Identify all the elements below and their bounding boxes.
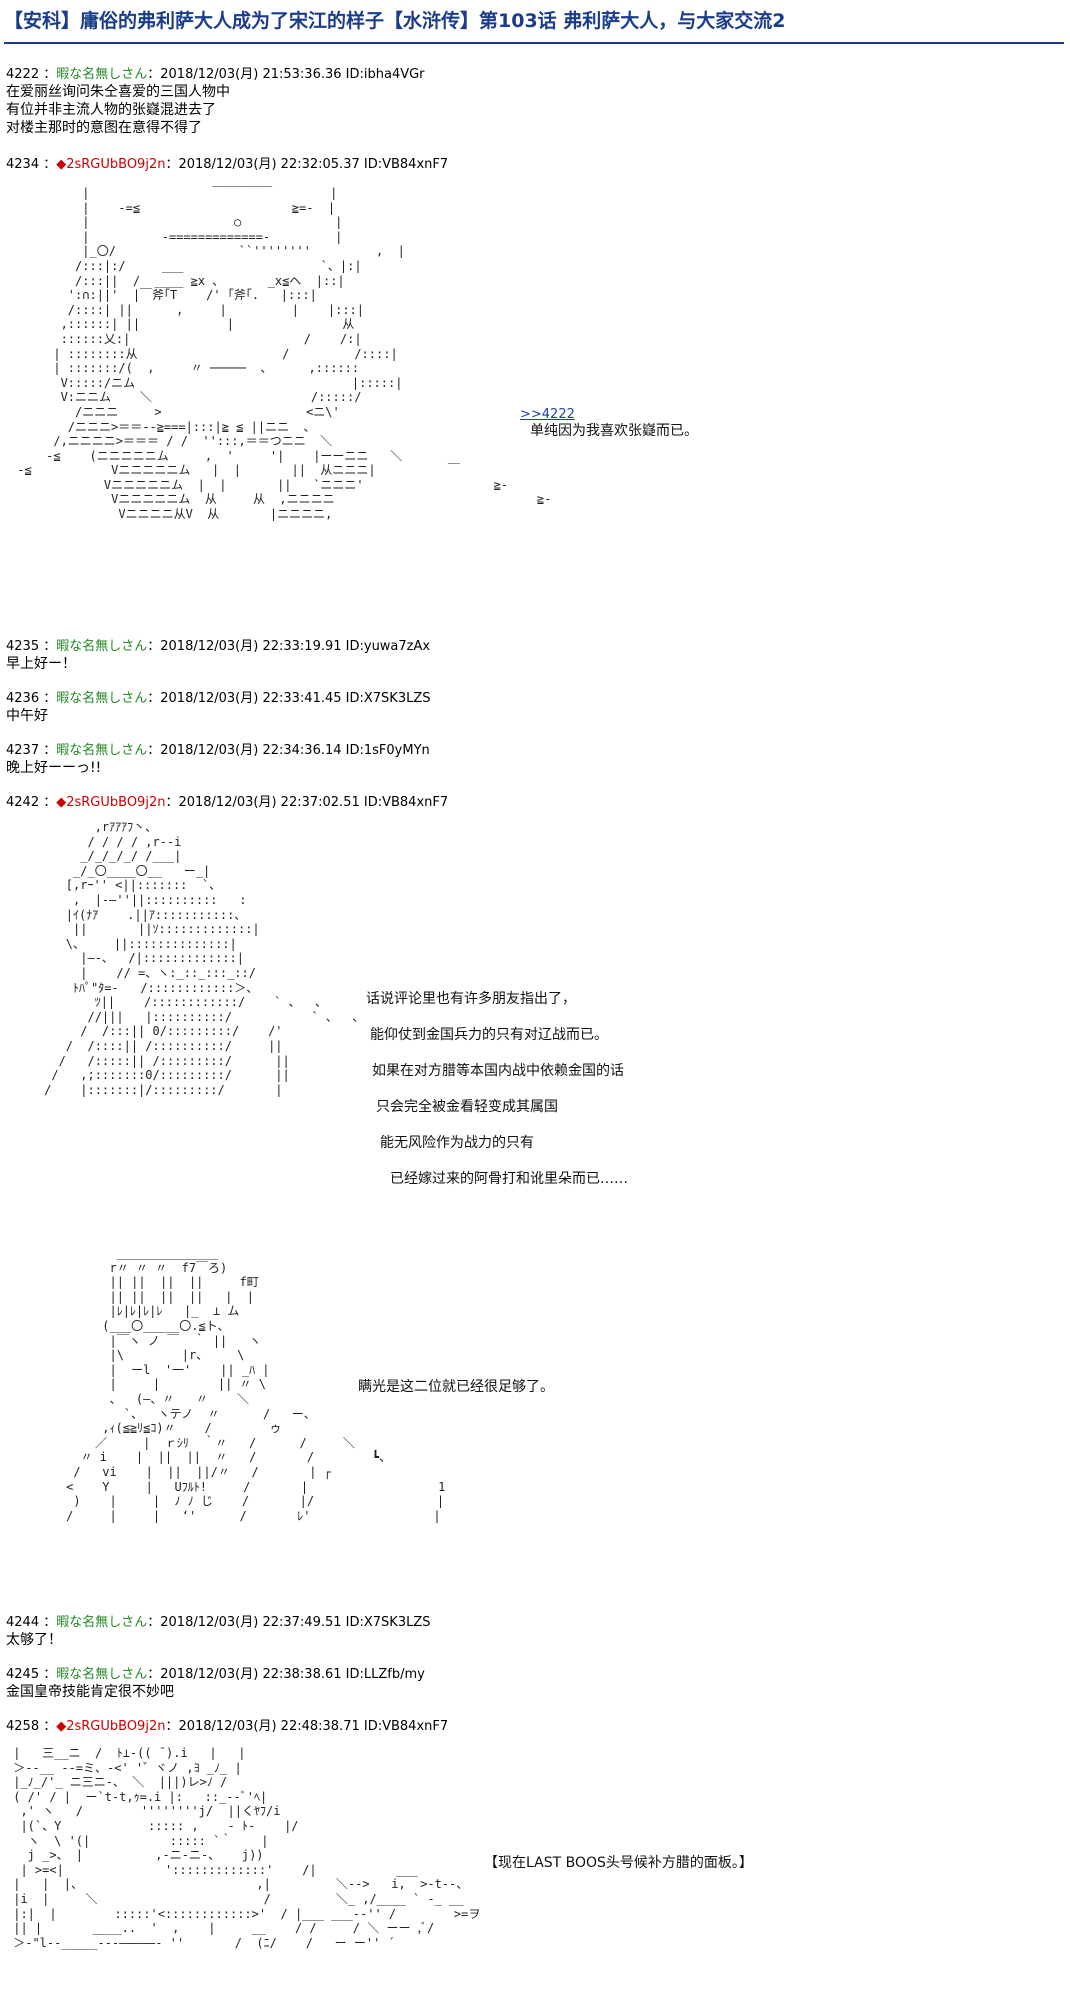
post-body: 在爱丽丝询问朱仝喜爱的三国人物中 有位并非主流人物的张嶷混进去了 对楼主那时的意… bbox=[6, 83, 425, 137]
separator: ： bbox=[147, 743, 161, 758]
post-date-id: 2018/12/03(月) 22:37:49.51 ID:X7SK3LZS bbox=[160, 1615, 431, 1630]
ascii-art-zhangyi: | ￣￣￣￣￣ | | -=≦ ≧=- | | ○ | | -=========… bbox=[17, 186, 552, 522]
post-date-id: 2018/12/03(月) 22:34:36.14 ID:1sF0yMYn bbox=[160, 743, 430, 758]
ascii-art-woliduo: ______________ r〃 〃 〃 f7￣ろ) || || || || … bbox=[66, 1246, 446, 1523]
post-line: 对楼主那时的意图在意得不得了 bbox=[6, 120, 202, 136]
post-number[interactable]: 4222 ： bbox=[6, 67, 57, 82]
post-side-text: 如果在对方腊等本国内战中依赖金国的话 bbox=[372, 1063, 624, 1079]
post-number[interactable]: 4235 ： bbox=[6, 639, 57, 654]
separator: ： bbox=[165, 157, 179, 172]
separator: ： bbox=[147, 691, 161, 706]
post-header: 4237 ：暇な名無しさん：2018/12/03(月) 22:34:36.14 … bbox=[6, 742, 430, 759]
separator: ： bbox=[165, 795, 179, 810]
post-number[interactable]: 4236 ： bbox=[6, 691, 57, 706]
post-number[interactable]: 4234 ： bbox=[6, 157, 57, 172]
post-body: 中午好 bbox=[6, 707, 431, 725]
post-body: 金国皇帝技能肯定很不妙吧 bbox=[6, 1683, 425, 1701]
poster-name: 暇な名無しさん bbox=[56, 691, 148, 706]
post-4234: 4234 ：◆2sRGUbBO9j2n：2018/12/03(月) 22:32:… bbox=[6, 156, 448, 173]
trip-diamond-icon: ◆ bbox=[56, 157, 67, 172]
ascii-art-fangla: | 三__ニ / ﾄ⊥-(( ̄ ).i | | ＞--__ --=ミ、‐<' … bbox=[13, 1746, 481, 1950]
poster-name: 暇な名無しさん bbox=[56, 67, 148, 82]
post-4258: 4258 ：◆2sRGUbBO9j2n：2018/12/03(月) 22:48:… bbox=[6, 1718, 448, 1735]
separator: ： bbox=[147, 1667, 161, 1682]
ascii-art-aguda: ,rｱｱｱﾌ丶、 / / / / ,r‐-i _/_/_/_/ /___| _/… bbox=[44, 820, 365, 1097]
poster-name: 暇な名無しさん bbox=[56, 1615, 148, 1630]
poster-name: 2sRGUbBO9j2n bbox=[66, 1719, 166, 1734]
post-header: 4245 ：暇な名無しさん：2018/12/03(月) 22:38:38.61 … bbox=[6, 1666, 425, 1683]
post-header: 4222 ：暇な名無しさん：2018/12/03(月) 21:53:36.36 … bbox=[6, 66, 425, 83]
post-header: 4242 ：◆2sRGUbBO9j2n：2018/12/03(月) 22:37:… bbox=[6, 794, 448, 811]
post-date-id: 2018/12/03(月) 22:33:19.91 ID:yuwa7zAx bbox=[160, 639, 431, 654]
post-side-text: 单纯因为我喜欢张嶷而已。 bbox=[530, 423, 698, 439]
post-side-text: 能无风险作为战力的只有 bbox=[380, 1135, 534, 1151]
post-date-id: 2018/12/03(月) 22:33:41.45 ID:X7SK3LZS bbox=[160, 691, 431, 706]
post-number[interactable]: 4245 ： bbox=[6, 1667, 57, 1682]
post-header: 4236 ：暇な名無しさん：2018/12/03(月) 22:33:41.45 … bbox=[6, 690, 431, 707]
post-4245: 4245 ：暇な名無しさん：2018/12/03(月) 22:38:38.61 … bbox=[6, 1666, 425, 1701]
separator: ： bbox=[147, 67, 161, 82]
post-date-id: 2018/12/03(月) 21:53:36.36 ID:ibha4VGr bbox=[160, 67, 425, 82]
post-side-text: 话说评论里也有许多朋友指出了， bbox=[366, 991, 576, 1007]
poster-name: 2sRGUbBO9j2n bbox=[66, 157, 166, 172]
post-4222: 4222 ：暇な名無しさん：2018/12/03(月) 21:53:36.36 … bbox=[6, 66, 425, 137]
post-line: 早上好ー！ bbox=[6, 656, 76, 672]
post-side-text: 【现在LAST BOOS头号候补方腊的面板。】 bbox=[484, 1855, 753, 1871]
separator: ： bbox=[147, 639, 161, 654]
post-line: 中午好 bbox=[6, 708, 48, 724]
post-line: 太够了！ bbox=[6, 1632, 62, 1648]
post-side-text: 只会完全被金看轻变成其属国 bbox=[376, 1099, 558, 1115]
post-date-id: 2018/12/03(月) 22:32:05.37 ID:VB84xnF7 bbox=[178, 157, 449, 172]
poster-name: 暇な名無しさん bbox=[56, 743, 148, 758]
post-side-text: 能仰仗到金国兵力的只有对辽战而已。 bbox=[370, 1027, 608, 1043]
reply-quote-link[interactable]: >>4222 bbox=[520, 407, 575, 422]
poster-name: 暇な名無しさん bbox=[56, 1667, 148, 1682]
trip-diamond-icon: ◆ bbox=[56, 1719, 67, 1734]
post-header: 4234 ：◆2sRGUbBO9j2n：2018/12/03(月) 22:32:… bbox=[6, 156, 448, 173]
thread-title: 【安科】庸俗的弗利萨大人成为了宋江的样子【水浒传】第103话 弗利萨大人，与大家… bbox=[4, 6, 1064, 44]
post-4236: 4236 ：暇な名無しさん：2018/12/03(月) 22:33:41.45 … bbox=[6, 690, 431, 725]
post-line: 晚上好ーーっ!! bbox=[6, 760, 102, 776]
post-number[interactable]: 4258 ： bbox=[6, 1719, 57, 1734]
post-body: 太够了！ bbox=[6, 1631, 431, 1649]
poster-name: 暇な名無しさん bbox=[56, 639, 148, 654]
separator: ： bbox=[165, 1719, 179, 1734]
post-date-id: 2018/12/03(月) 22:37:02.51 ID:VB84xnF7 bbox=[178, 795, 449, 810]
post-4244: 4244 ：暇な名無しさん：2018/12/03(月) 22:37:49.51 … bbox=[6, 1614, 431, 1649]
post-header: 4235 ：暇な名無しさん：2018/12/03(月) 22:33:19.91 … bbox=[6, 638, 430, 655]
separator: ： bbox=[147, 1615, 161, 1630]
post-number[interactable]: 4242 ： bbox=[6, 795, 57, 810]
post-line: 在爱丽丝询问朱仝喜爱的三国人物中 bbox=[6, 84, 230, 100]
post-number[interactable]: 4237 ： bbox=[6, 743, 57, 758]
post-line: 有位并非主流人物的张嶷混进去了 bbox=[6, 102, 216, 118]
trip-diamond-icon: ◆ bbox=[56, 795, 67, 810]
post-number[interactable]: 4244 ： bbox=[6, 1615, 57, 1630]
post-4235: 4235 ：暇な名無しさん：2018/12/03(月) 22:33:19.91 … bbox=[6, 638, 430, 673]
post-line: 金国皇帝技能肯定很不妙吧 bbox=[6, 1684, 174, 1700]
post-side-text: 已经嫁过来的阿骨打和讹里朵而已…… bbox=[390, 1171, 628, 1187]
poster-name: 2sRGUbBO9j2n bbox=[66, 795, 166, 810]
post-4237: 4237 ：暇な名無しさん：2018/12/03(月) 22:34:36.14 … bbox=[6, 742, 430, 777]
post-side-text: 瞒光是这二位就已经很足够了。 bbox=[358, 1379, 554, 1395]
post-header: 4258 ：◆2sRGUbBO9j2n：2018/12/03(月) 22:48:… bbox=[6, 1718, 448, 1735]
post-4242: 4242 ：◆2sRGUbBO9j2n：2018/12/03(月) 22:37:… bbox=[6, 794, 448, 811]
post-body: 早上好ー！ bbox=[6, 655, 430, 673]
post-date-id: 2018/12/03(月) 22:48:38.71 ID:VB84xnF7 bbox=[178, 1719, 449, 1734]
post-body: 晚上好ーーっ!! bbox=[6, 759, 430, 777]
post-header: 4244 ：暇な名無しさん：2018/12/03(月) 22:37:49.51 … bbox=[6, 1614, 431, 1631]
post-date-id: 2018/12/03(月) 22:38:38.61 ID:LLZfb/my bbox=[160, 1667, 425, 1682]
